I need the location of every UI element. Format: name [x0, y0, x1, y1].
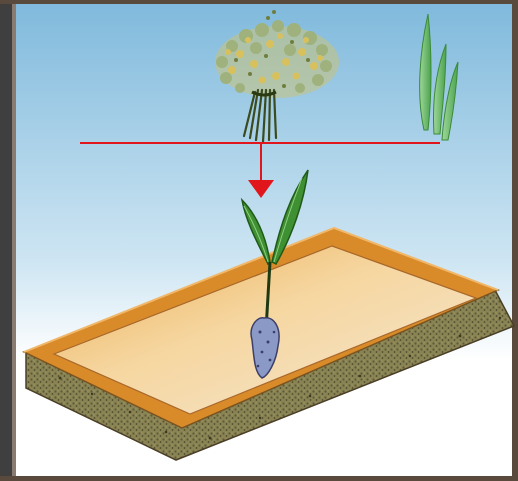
frame-top-edge — [0, 0, 518, 4]
frame-left-inner — [12, 0, 16, 481]
frame-bottom-edge — [0, 476, 518, 481]
frame-left-edge — [0, 0, 12, 481]
frame-right-edge — [512, 0, 518, 481]
